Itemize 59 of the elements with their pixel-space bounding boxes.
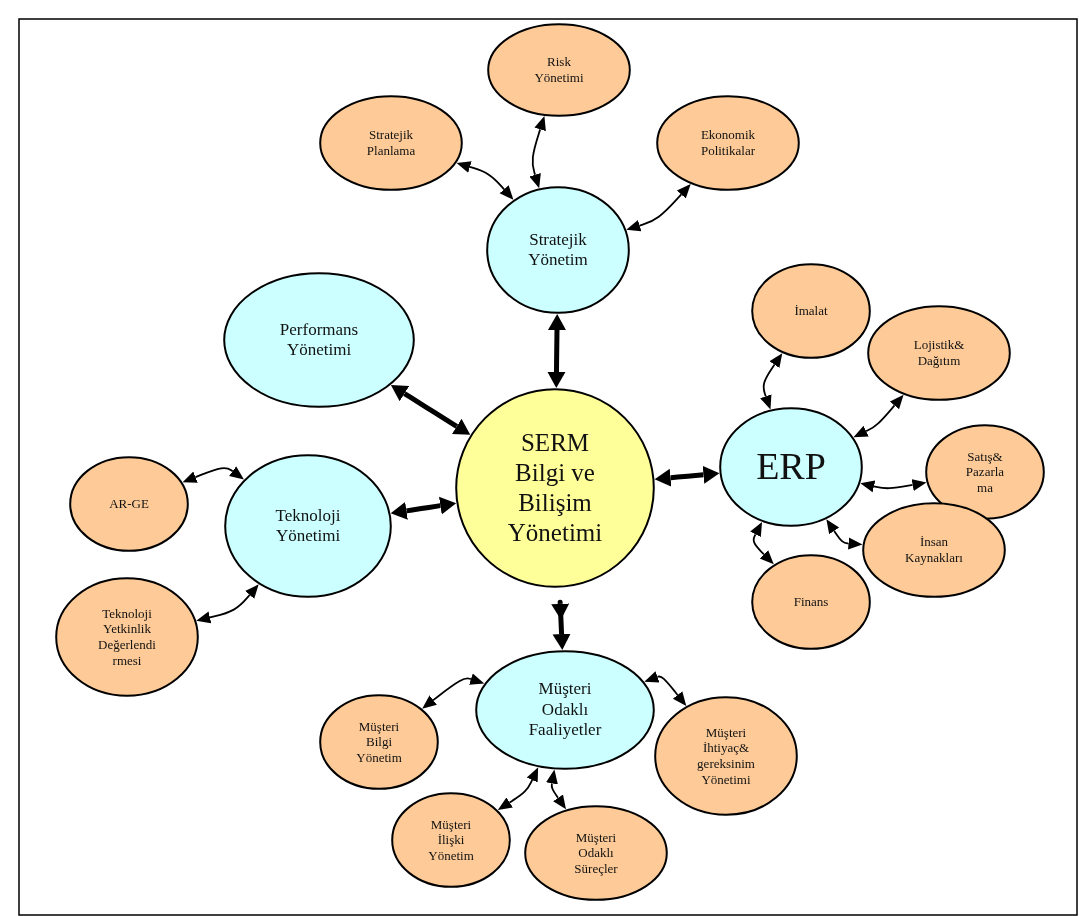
- ellipse-node: [319, 694, 439, 790]
- ellipse-node: [486, 186, 630, 314]
- node-text: Risk Yönetimi: [533, 54, 585, 86]
- double-arrow: [760, 353, 783, 410]
- ellipse-node: [524, 805, 668, 901]
- node-text: SERM Bilgi ve Bilişim Yönetimi: [506, 428, 604, 548]
- double-arrow: [546, 769, 566, 810]
- ellipse-node: [455, 388, 655, 588]
- ellipse-node: [69, 456, 189, 552]
- ellipse-node: [223, 272, 415, 408]
- ellipse-node: [319, 95, 463, 191]
- node-text: Müşteri Odaklı Süreçler: [573, 829, 619, 877]
- ellipse-node: [751, 554, 871, 650]
- node-text: Stratejik Yönetim: [527, 229, 589, 271]
- node-text: Finans: [792, 594, 830, 610]
- ellipse-node: [719, 407, 863, 527]
- double-arrow: [547, 314, 566, 388]
- node-text: İmalat: [793, 303, 829, 319]
- node-text: Ekonomik Politikalar: [699, 127, 757, 159]
- double-arrow: [529, 116, 546, 189]
- ellipse-node: [55, 577, 199, 697]
- double-arrow: [644, 671, 687, 706]
- ellipse-node: [391, 792, 511, 888]
- ellipse-node: [487, 23, 631, 117]
- double-arrow: [497, 767, 539, 810]
- ellipse-node: [654, 696, 798, 816]
- double-arrow: [182, 466, 244, 483]
- double-arrow: [390, 496, 457, 520]
- ellipse-node: [656, 95, 800, 191]
- ellipse-node: [862, 502, 1006, 598]
- ellipse-node: [925, 424, 1045, 520]
- double-arrow: [826, 519, 863, 550]
- node-text: Performans Yönetimi: [278, 319, 360, 361]
- node-text: AR-GE: [108, 496, 150, 512]
- ellipse-node: [224, 454, 392, 598]
- double-arrow: [390, 385, 471, 435]
- node-text: Teknoloji Yetkinlik Değerlendi rmesi: [97, 605, 157, 669]
- node-text: ERP: [755, 444, 827, 490]
- double-arrow: [422, 673, 485, 709]
- double-arrow: [626, 184, 691, 232]
- node-text: Müşteri İlişki Yönetim: [427, 816, 475, 864]
- double-arrow: [860, 479, 927, 493]
- double-arrow: [196, 584, 259, 624]
- node-text: Müşteri Bilgi Yönetim: [355, 718, 403, 766]
- node-text: Satış& Pazarla ma: [964, 448, 1006, 496]
- double-arrow: [551, 600, 571, 651]
- double-arrow: [456, 161, 514, 200]
- double-arrow: [853, 394, 904, 438]
- ellipse-node: [867, 305, 1011, 401]
- ellipse-node: [751, 263, 871, 359]
- node-text: Teknoloji Yönetimi: [274, 505, 342, 547]
- double-arrow: [750, 521, 774, 565]
- node-text: Stratejik Planlama: [365, 127, 417, 159]
- double-arrow: [654, 465, 720, 487]
- node-text: Müşteri İhtiyaç& gereksinim Yönetimi: [696, 724, 756, 788]
- node-text: Lojistik& Dağıtım: [912, 337, 966, 369]
- node-text: İnsan Kaynakları: [904, 534, 964, 566]
- ellipse-node: [475, 650, 655, 770]
- node-text: Müşteri Odaklı Faaliyetler: [527, 679, 603, 741]
